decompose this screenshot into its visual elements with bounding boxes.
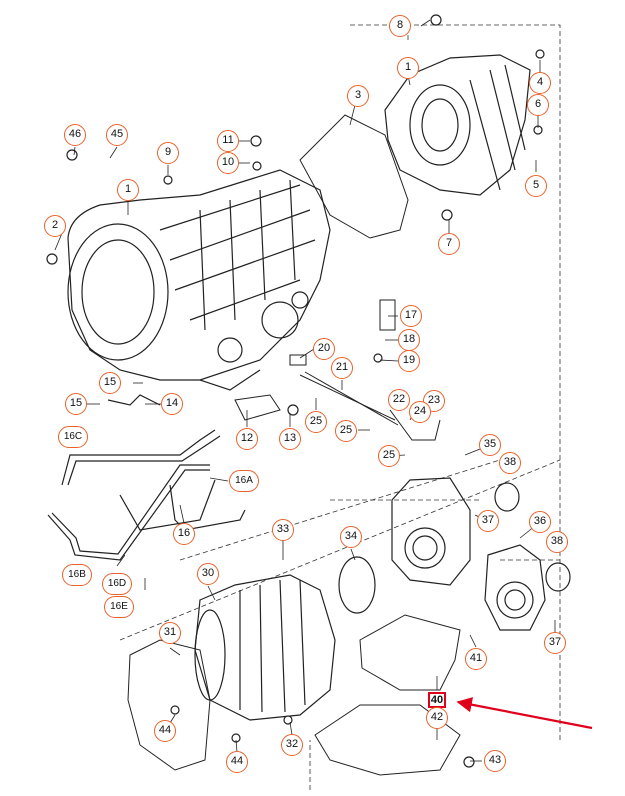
part-callout-35: 35 (479, 434, 501, 456)
part-callout-44: 44 (226, 751, 248, 773)
part-callout-19: 19 (398, 350, 420, 372)
part-callout-1: 1 (117, 179, 139, 201)
part-callout-30: 30 (197, 563, 219, 585)
part-callout-6: 6 (527, 94, 549, 116)
part-callout-41: 41 (465, 648, 487, 670)
part-callout-15: 15 (99, 372, 121, 394)
part-callout-16e: 16E (104, 596, 134, 618)
part-callout-12: 12 (236, 428, 258, 450)
part-callout-42: 42 (426, 707, 448, 729)
part-callout-7: 7 (438, 233, 460, 255)
part-callout-9: 9 (157, 142, 179, 164)
part-callout-16d: 16D (102, 573, 132, 595)
part-callout-3: 3 (347, 85, 369, 107)
part-callout-45: 45 (106, 124, 128, 146)
part-callout-33: 33 (272, 519, 294, 541)
part-callout-31: 31 (159, 622, 181, 644)
part-callout-21: 21 (331, 357, 353, 379)
part-callout-16: 16 (173, 523, 195, 545)
part-callout-8: 8 (389, 15, 411, 37)
bell-housing (194, 574, 336, 721)
pointer-arrow (456, 697, 593, 730)
part-callout-46: 46 (64, 124, 86, 146)
main-transmission-housing (67, 169, 331, 391)
part-callout-5: 5 (525, 175, 547, 197)
part-callout-37: 37 (477, 510, 499, 532)
part-callout-24: 24 (409, 401, 431, 423)
dashed-guide-lines (119, 20, 561, 790)
fluid-lines (47, 394, 246, 561)
part-callout-38: 38 (499, 452, 521, 474)
linkage-parts (234, 299, 441, 441)
part-callout-38: 38 (546, 531, 568, 553)
part-callout-15: 15 (65, 393, 87, 415)
part-callout-40-highlighted: 40 (428, 692, 446, 708)
part-callout-18: 18 (398, 329, 420, 351)
part-callout-20: 20 (313, 338, 335, 360)
part-callout-37: 37 (544, 632, 566, 654)
part-callout-2: 2 (44, 215, 66, 237)
gasket (299, 114, 409, 239)
part-callout-43: 43 (484, 750, 506, 772)
part-callout-32: 32 (281, 734, 303, 756)
part-callout-22: 22 (388, 389, 410, 411)
part-callout-14: 14 (161, 393, 183, 415)
part-callout-16a: 16A (229, 470, 259, 492)
part-callout-34: 34 (340, 526, 362, 548)
part-callout-16b: 16B (62, 564, 92, 586)
part-callout-25: 25 (335, 420, 357, 442)
part-callout-4: 4 (529, 72, 551, 94)
part-callout-36: 36 (529, 511, 551, 533)
shield-plates (314, 614, 461, 776)
part-callout-25: 25 (305, 411, 327, 433)
part-callout-17: 17 (400, 305, 422, 327)
part-callout-11: 11 (217, 130, 239, 152)
transfer-case-cover (391, 477, 571, 631)
part-callout-44: 44 (154, 720, 176, 742)
part-callout-10: 10 (217, 152, 239, 174)
part-callout-16c: 16C (58, 426, 88, 448)
rear-housing (384, 54, 531, 196)
bolts (46, 14, 545, 768)
part-callout-13: 13 (279, 428, 301, 450)
part-callout-1: 1 (397, 57, 419, 79)
part-callout-25: 25 (378, 445, 400, 467)
o-ring (338, 556, 376, 614)
